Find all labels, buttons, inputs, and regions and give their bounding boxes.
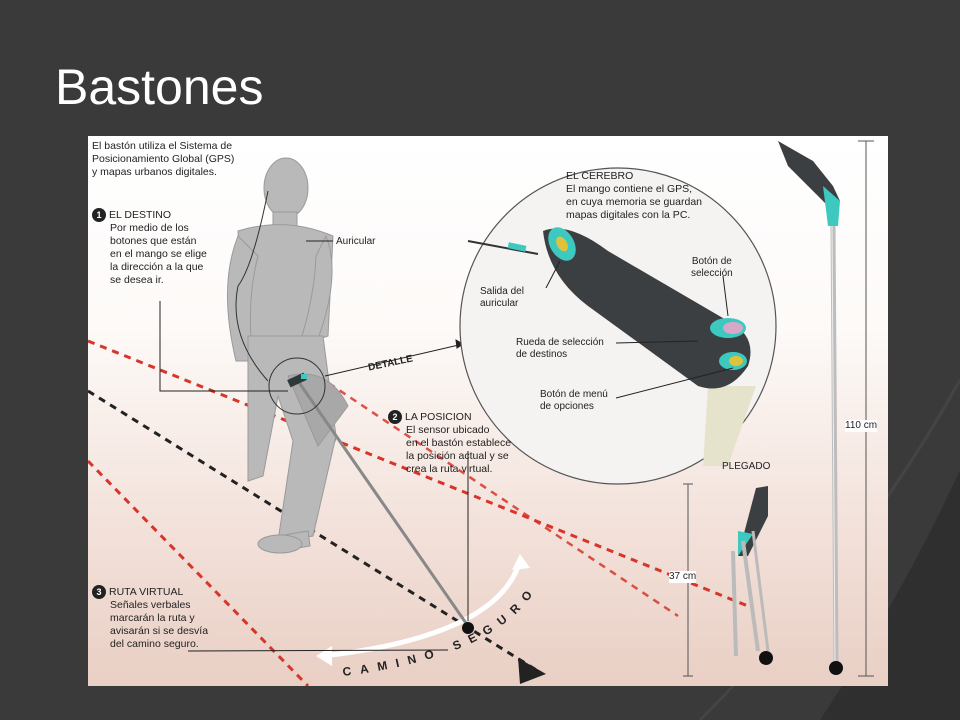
callout-line: auricular (480, 298, 519, 309)
boton-seleccion-label: Botón de selección (691, 256, 733, 280)
callout-line: Botón de (691, 256, 732, 267)
cerebro-line: El mango contiene el GPS, (566, 183, 693, 195)
step-3-badge: 3 (92, 585, 106, 599)
leader-lines (159, 240, 469, 652)
boton-menu-label: Botón de menú de opciones (540, 389, 608, 413)
step-1-line: en el mango se elige (110, 248, 207, 260)
step-1-badge: 1 (92, 208, 106, 222)
height-37-label: 37 cm (669, 571, 697, 583)
step-1-line: botones que están (110, 235, 197, 247)
cerebro-block: EL CEREBRO El mango contiene el GPS, en … (566, 170, 702, 222)
intro-line: Posicionamiento Global (GPS) (92, 153, 235, 165)
step-2-line: la posición actual y se (406, 450, 509, 462)
cerebro-title: EL CEREBRO (566, 170, 634, 182)
callout-line: de opciones (540, 401, 594, 412)
intro-text: El bastón utiliza el Sistema de Posicion… (92, 140, 234, 179)
standing-cane (778, 140, 874, 677)
step-3-line: Señales verbales (110, 599, 191, 611)
step-2-badge: 2 (388, 410, 402, 424)
step-2-line: El sensor ubicado (406, 424, 490, 436)
step-1-title: EL DESTINO (109, 208, 172, 221)
step-1-line: Por medio de los (110, 222, 189, 234)
step-2-line: crea la ruta virtual. (406, 463, 493, 475)
auricular-label: Auricular (336, 236, 376, 247)
intro-line: y mapas urbanos digitales. (92, 166, 217, 178)
cerebro-line: mapas digitales con la PC. (566, 209, 691, 221)
step-3-title: RUTA VIRTUAL (109, 585, 184, 598)
walking-person-figure (227, 157, 349, 554)
intro-line: El bastón utiliza el Sistema de (92, 140, 233, 152)
step-1-line: la dirección a la que (110, 261, 204, 273)
infographic-scene: CAMINO SEGURO (88, 140, 874, 686)
safe-path-arc (316, 554, 530, 666)
callout-line: selección (691, 268, 733, 279)
step-3-line: marcarán la ruta y (110, 612, 195, 624)
step-2-title: LA POSICION (405, 410, 472, 423)
rueda-seleccion-label: Rueda de selección de destinos (516, 337, 604, 361)
callout-line: de destinos (516, 349, 568, 360)
step-2-line: en el bastón establece (406, 437, 512, 449)
height-110-label: 110 cm (845, 420, 878, 432)
callout-line: Rueda de selección (516, 337, 604, 348)
callout-line: Botón de menú (540, 389, 608, 400)
step-1-line: se desea ir. (110, 274, 164, 286)
salida-auricular-label: Salida del auricular (480, 286, 524, 310)
plegado-label: PLEGADO (722, 461, 771, 472)
cane-in-use (296, 380, 470, 627)
step-3-line: avisarán si se desvía (110, 625, 209, 637)
callout-line: Salida del (480, 286, 524, 297)
cerebro-line: en cuya memoria se guardan (566, 196, 702, 208)
slide-title: Bastones (55, 59, 264, 115)
step-3-line: del camino seguro. (110, 638, 199, 650)
handle-detail-circle (459, 167, 777, 485)
folded-cane (683, 483, 773, 677)
cane-infographic: CAMINO SEGURO El bastón utiliza el Siste… (88, 136, 888, 686)
